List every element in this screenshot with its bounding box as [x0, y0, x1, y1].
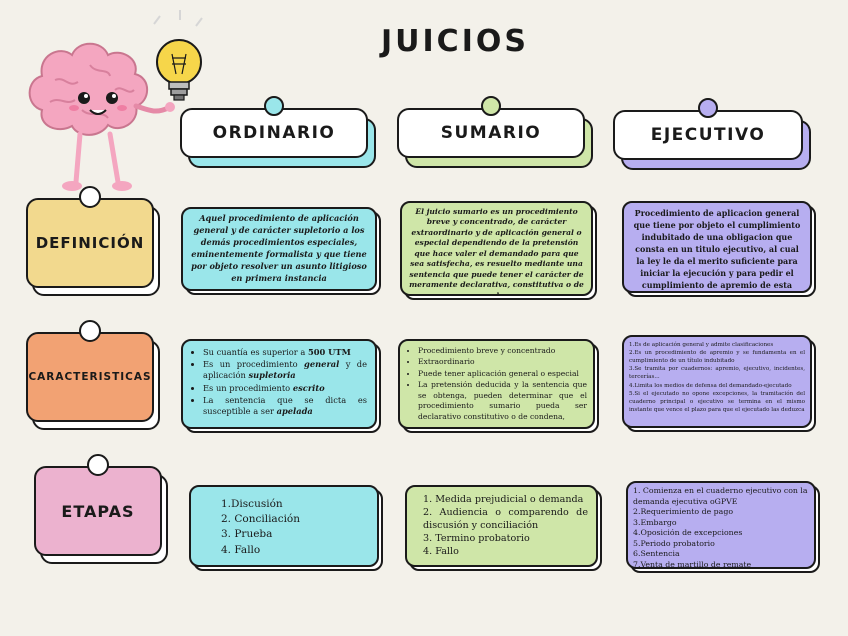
list-item: 1.Discusión [221, 498, 283, 510]
stages-list: 1. Comienza en el cuaderno ejecutivo con… [633, 486, 809, 569]
list-item: La pretensión deducida y la sentencia qu… [418, 380, 587, 422]
list-item: 4.Oposición de excepciones [633, 528, 743, 538]
stages-list: 1.Discusión 2. Conciliación 3. Prueba 4.… [221, 497, 369, 558]
definition-text: Procedimiento de aplicacion general que … [633, 208, 801, 290]
column-header-knob [481, 96, 501, 116]
characteristics-list: Procedimiento breve y concentrado Extrao… [406, 346, 587, 422]
list-item: 2.Requerimiento de pago [633, 507, 734, 517]
list-item: La sentencia que se dicta es susceptible… [203, 395, 367, 417]
list-item: 2. Audiencia o comparendo de discusión y… [423, 507, 588, 532]
column-header-sumario: SUMARIO [397, 96, 593, 168]
light-bulb-icon [153, 10, 203, 101]
brain-mascot-illustration [28, 10, 203, 191]
list-item: 1. Medida prejudicial o demanda [423, 494, 584, 505]
cell-caracteristicas-sumario: Procedimiento breve y concentrado Extrao… [398, 339, 599, 433]
list-item: 4. Fallo [221, 543, 261, 556]
column-header-label: EJECUTIVO [613, 110, 803, 160]
cell-caracteristicas-ordinario: Su cuantía es superior a 500 UTM Es un p… [181, 339, 381, 433]
cell-caracteristicas-ejecutivo: 1.Es de aplicación general y admite clas… [622, 335, 816, 432]
brain-icon [28, 42, 175, 191]
row-label-knob [87, 454, 109, 476]
column-header-label: ORDINARIO [180, 108, 368, 158]
cell-etapas-sumario: 1. Medida prejudicial o demanda 2. Audie… [405, 485, 602, 571]
list-item: 2.Es un procedimiento de apremio y se fu… [629, 350, 805, 365]
row-label-etapas: ETAPAS [34, 454, 168, 564]
list-item: 5.Periodo probatorio [633, 538, 715, 548]
cell-etapas-ejecutivo: 1. Comienza en el cuaderno ejecutivo con… [626, 481, 820, 573]
list-item: 6.Sentencia [633, 549, 680, 559]
row-label-text: DEFINICIÓN [26, 198, 154, 288]
list-item: Extraordinario [418, 357, 587, 367]
page-title: JUICIOS [381, 24, 529, 59]
cell-definicion-ejecutivo: Procedimiento de aplicacion general que … [622, 201, 816, 297]
list-item: 4.Limita los medios de defensa del deman… [629, 382, 792, 389]
cell-etapas-ordinario: 1.Discusión 2. Conciliación 3. Prueba 4.… [189, 485, 383, 571]
list-item: 7.Venta de martillo de remate [633, 559, 752, 569]
row-label-text: CARACTERISTICAS [26, 332, 154, 422]
list-item: 3. Prueba [221, 528, 273, 541]
list-item: Puede tener aplicación general o especia… [418, 369, 587, 379]
cell-definicion-sumario: El juicio sumario es un procedimiento br… [400, 201, 597, 300]
list-item: Procedimiento breve y concentrado [418, 346, 587, 356]
list-item: 1. Comienza en el cuaderno ejecutivo con… [633, 486, 808, 506]
cell-definicion-ordinario: Aquel procedimiento de aplicación genera… [181, 207, 381, 295]
stages-list: 1. Medida prejudicial o demanda 2. Audie… [423, 493, 588, 558]
list-item: 3.Embargo [633, 517, 677, 527]
row-label-knob [79, 320, 101, 342]
list-item: 1.Es de aplicación general y admite clas… [629, 342, 774, 348]
row-label-text: ETAPAS [34, 466, 162, 556]
list-item: Es un procedimiento general y de aplicac… [203, 359, 367, 381]
characteristics-list: 1.Es de aplicación general y admite clas… [629, 341, 805, 414]
list-item: 4. Fallo [423, 546, 459, 558]
row-label-caracteristicas: CARACTERISTICAS [26, 320, 160, 430]
column-header-knob [698, 98, 718, 118]
list-item: 5.Si el ejecutado no opone excepciones, … [629, 390, 805, 413]
column-header-ordinario: ORDINARIO [180, 96, 376, 168]
list-item: 3.Se tramita por cuadernos: apremio, eje… [629, 366, 805, 381]
column-header-ejecutivo: EJECUTIVO [613, 98, 811, 170]
definition-text: El juicio sumario es un procedimiento br… [409, 207, 584, 296]
list-item: Es un procedimiento escrito [203, 383, 367, 394]
characteristics-list: Su cuantía es superior a 500 UTM Es un p… [191, 347, 367, 417]
list-item: 2. Conciliación [221, 513, 301, 526]
list-item: 3. Termino probatorio [423, 533, 530, 545]
definition-text: Aquel procedimiento de aplicación genera… [191, 213, 367, 283]
column-header-label: SUMARIO [397, 108, 585, 158]
row-label-definicion: DEFINICIÓN [26, 186, 160, 296]
list-item: Su cuantía es superior a 500 UTM [203, 347, 367, 358]
row-label-knob [79, 186, 101, 208]
column-header-knob [264, 96, 284, 116]
